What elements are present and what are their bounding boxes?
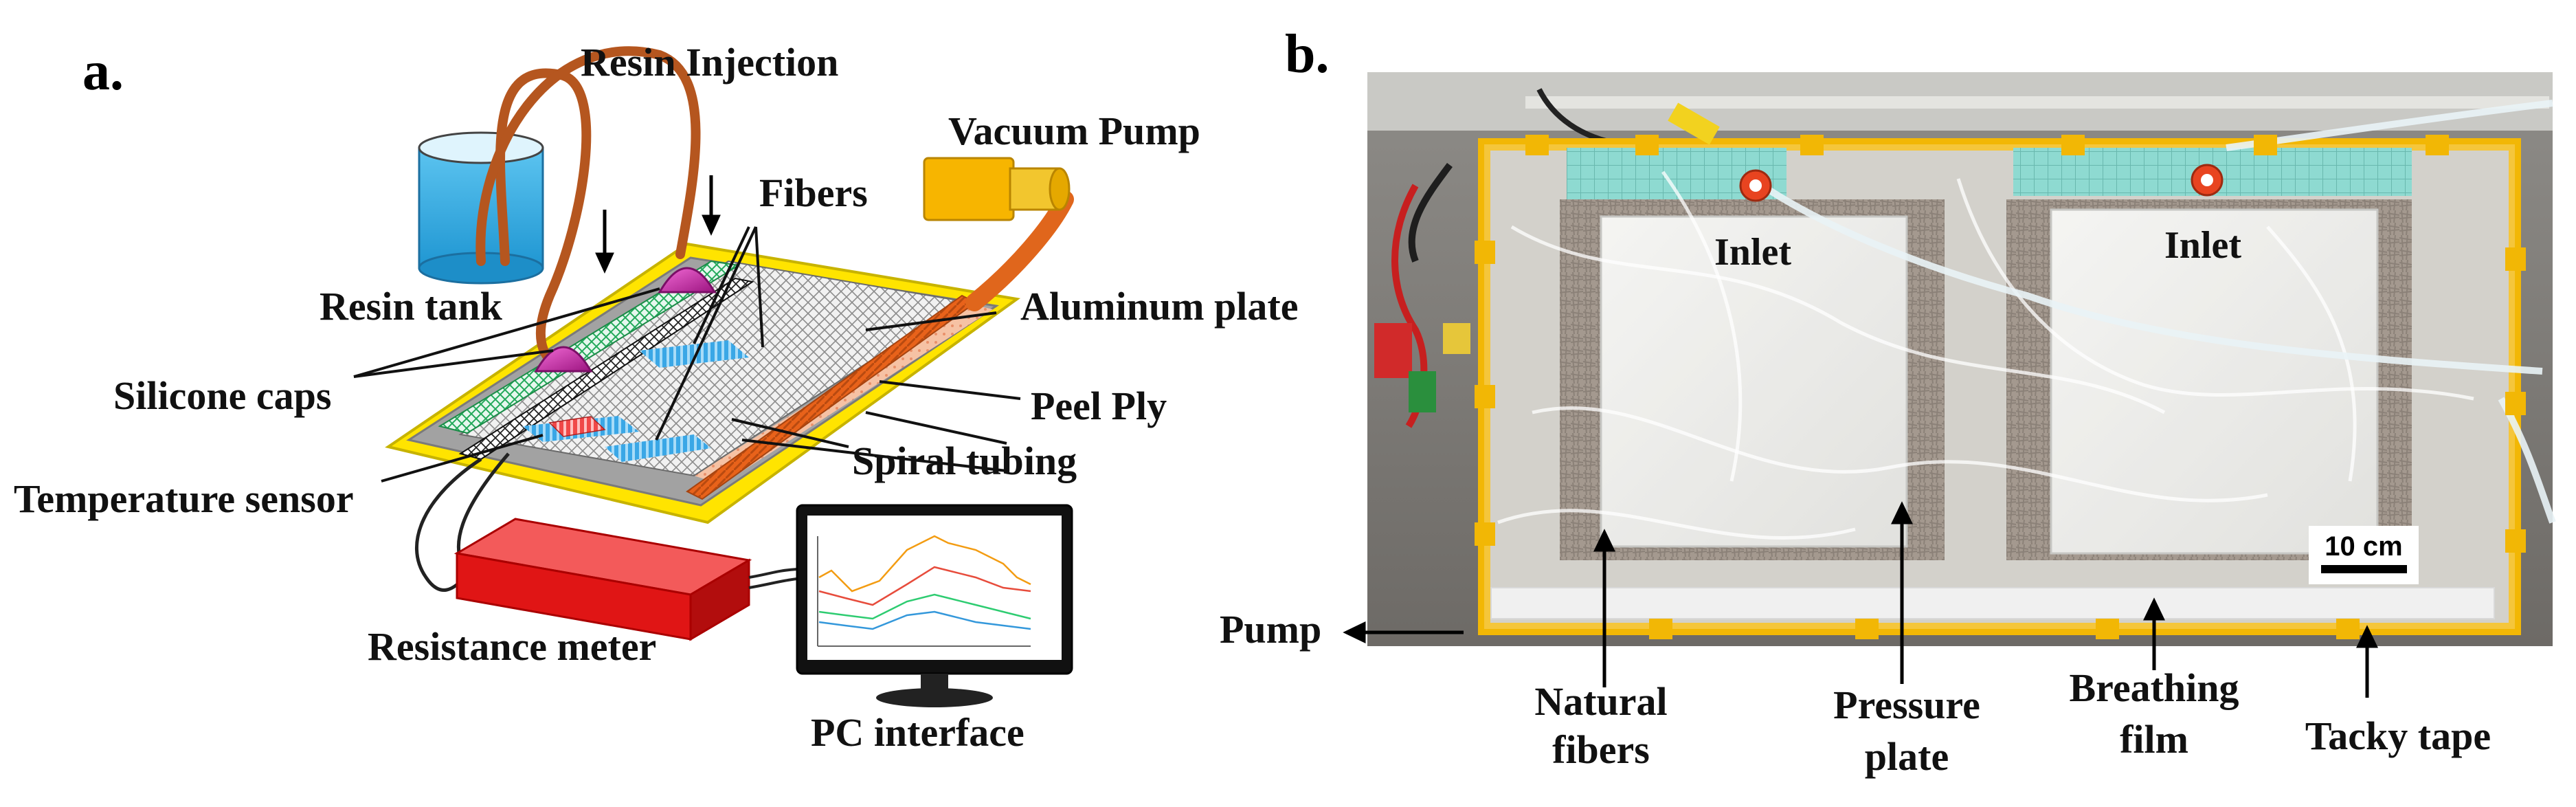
- label-silicone-caps: Silicone caps: [113, 373, 331, 418]
- black-cable: [1408, 162, 1453, 263]
- label-natural-fibers-line2: fibers: [1552, 727, 1650, 772]
- label-pressure-plate-line2: plate: [1865, 734, 1949, 779]
- inlet-cap-right: [2191, 164, 2224, 197]
- label-inlet-right: Inlet: [2164, 224, 2241, 267]
- clip-yellow: [1443, 323, 1470, 354]
- silicone-cap-2: [658, 267, 717, 294]
- meter-wire-1: [748, 568, 798, 579]
- label-aluminum-plate: Aluminum plate: [1020, 284, 1298, 329]
- label-breathing-film-line2: film: [2120, 717, 2188, 762]
- inlet-cap-left: [1739, 169, 1772, 202]
- label-vacuum-pump: Vacuum Pump: [948, 109, 1200, 153]
- meter-wire-2: [748, 577, 798, 589]
- breathing-film: [1490, 587, 2495, 619]
- pc-monitor: [796, 504, 1073, 707]
- label-natural-fibers-line1: Natural: [1534, 679, 1667, 724]
- sensor-wire-1: [414, 457, 482, 592]
- resin-tube-2: [475, 46, 701, 266]
- label-resin-injection: Resin Injection: [581, 40, 838, 85]
- label-fibers: Fibers: [759, 170, 868, 215]
- panel-b-tag: b.: [1285, 24, 1330, 85]
- pressure-plate-right: [2050, 208, 2379, 555]
- fiber-sensor-3: [605, 434, 711, 462]
- panel-a-tag: a.: [82, 41, 124, 102]
- label-pc-interface: PC interface: [811, 710, 1024, 755]
- label-resistance-meter: Resistance meter: [368, 624, 656, 669]
- silicone-cap-1: [534, 346, 593, 373]
- pc-screen-chart: [817, 535, 1031, 647]
- label-temperature-sensor: Temperature sensor: [14, 476, 354, 521]
- label-tacky-tape: Tacky tape: [2305, 714, 2491, 758]
- resistance-meter: [453, 518, 752, 641]
- leader-lines-a: [353, 226, 1021, 483]
- scale-bar-label: 10 cm: [2325, 531, 2402, 562]
- vacuum-pump: [923, 157, 1071, 221]
- label-pump: Pump: [1220, 607, 1321, 652]
- fiber-sensor-1: [639, 340, 749, 368]
- pointer-arrows-b: [1343, 501, 2378, 698]
- panel-a: a.: [14, 40, 1298, 755]
- label-pressure-plate-line1: Pressure: [1833, 683, 1980, 727]
- label-inlet-left: Inlet: [1714, 231, 1791, 274]
- label-resin-tank: Resin tank: [320, 284, 503, 329]
- edge-grid: [458, 277, 754, 461]
- temperature-sensor: [548, 416, 606, 437]
- injection-arrows: [595, 175, 721, 274]
- clip-red: [1374, 323, 1412, 378]
- label-peel-ply: Peel Ply: [1031, 384, 1167, 428]
- clip-green: [1409, 371, 1436, 412]
- bag-wrinkles: [1497, 170, 2474, 540]
- label-spiral-tubing: Spiral tubing: [852, 439, 1077, 483]
- panel-b: b.: [1220, 24, 2556, 779]
- resin-tank: [418, 131, 544, 285]
- yellow-connector: [1668, 102, 1720, 145]
- label-breathing-film-line1: Breathing: [2069, 665, 2239, 710]
- pressure-plate-left: [1600, 215, 1908, 548]
- scale-bar: 10 cm: [2309, 526, 2419, 584]
- photo-rail-edge: [1525, 96, 2549, 109]
- tape-tabs: [1475, 135, 2526, 639]
